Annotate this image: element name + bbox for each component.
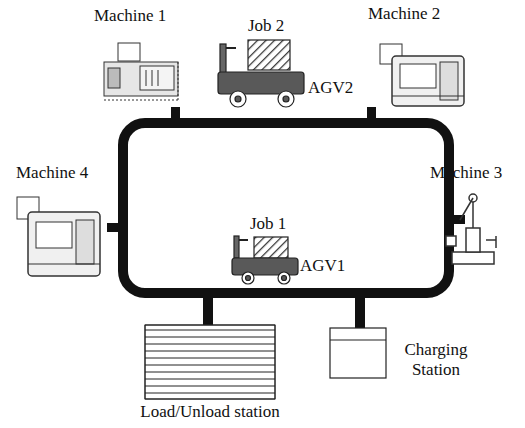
- station-node: Charging Station: [390, 340, 484, 383]
- station-node: Machine 2: [364, 4, 443, 27]
- charger-illustration: [330, 328, 386, 378]
- machine-illustration: [104, 62, 178, 96]
- agv-label: AGV1: [300, 256, 345, 276]
- track-loop: [107, 107, 465, 328]
- agv-label: AGV2: [308, 78, 353, 98]
- machine-illustration: [76, 220, 94, 264]
- track-loop: [123, 123, 449, 293]
- agv-illustration: [226, 47, 236, 49]
- agv-illustration: [278, 91, 294, 107]
- track-loop: [355, 296, 365, 328]
- robot-illustration: [495, 236, 497, 248]
- machine-label: Machine 1: [94, 6, 166, 26]
- track-loop: [107, 223, 120, 232]
- station-node: Machine 1: [90, 6, 169, 29]
- shelf-illustration: [145, 325, 275, 399]
- agv-illustration: [232, 258, 298, 275]
- machine-illustration: [118, 43, 140, 61]
- shelf-illustration: [145, 325, 275, 326]
- agv-illustration: [234, 236, 239, 258]
- agv-illustration: [239, 239, 248, 241]
- machine-illustration: [392, 96, 464, 97]
- shelf-illustration: [145, 325, 146, 399]
- machine-illustration: [36, 222, 72, 248]
- shelf-illustration: [145, 399, 275, 400]
- agv-illustration: [242, 272, 254, 284]
- machine-illustration: [152, 70, 153, 86]
- machine-illustration: [400, 64, 436, 88]
- station-node: Machine 3: [426, 163, 505, 186]
- job-label: Job 2: [248, 16, 284, 36]
- agv-illustration: [218, 72, 304, 94]
- shelf-illustration: [275, 325, 276, 399]
- agv-illustration: [278, 272, 290, 284]
- track-loop: [203, 296, 213, 325]
- shelf-illustration: [145, 325, 275, 399]
- charger-illustration: [330, 328, 386, 378]
- charger-illustration: [330, 339, 386, 340]
- agv-illustration: [246, 276, 251, 281]
- robot-illustration: [472, 200, 474, 228]
- machine-illustration: [392, 56, 464, 106]
- machine-illustration: [17, 197, 100, 276]
- robot-illustration: [486, 239, 496, 241]
- machine-illustration: [28, 212, 100, 276]
- robot-illustration: [446, 236, 456, 246]
- machine-illustration: [140, 66, 174, 90]
- machine-illustration: [440, 62, 458, 100]
- agv-illustration: [230, 91, 246, 107]
- machine-label: Machine 4: [16, 163, 88, 183]
- machine-label: Machine 2: [368, 4, 440, 24]
- robot-illustration: [452, 252, 494, 264]
- station-label: Charging Station: [390, 340, 482, 381]
- station-label: Load/Unload station: [140, 402, 279, 422]
- station-node: Load/Unload station: [140, 402, 282, 425]
- machine-illustration: [178, 62, 179, 100]
- machine-illustration: [104, 100, 178, 101]
- machine-illustration: [28, 264, 100, 265]
- agv-illustration: [220, 44, 226, 74]
- agv-illustration: [282, 276, 287, 281]
- agv-illustration: [283, 96, 289, 102]
- station-node: Machine 4: [12, 163, 91, 186]
- track-loop: [367, 107, 376, 121]
- agv-illustration: [218, 40, 304, 107]
- track-loop: [452, 215, 465, 224]
- job-label: Job 1: [250, 214, 286, 234]
- machine-illustration: [104, 43, 178, 100]
- robot-illustration: [466, 228, 480, 252]
- machine-illustration: [380, 44, 464, 106]
- agv-illustration: [248, 40, 290, 70]
- station-node: Job 1 AGV1: [240, 214, 348, 279]
- station-node: Job 2 AGV2: [240, 14, 356, 101]
- machine-label: Machine 3: [430, 163, 502, 183]
- agv-illustration: [232, 236, 298, 284]
- agv-illustration: [254, 237, 288, 258]
- machine-illustration: [108, 68, 120, 88]
- robot-illustration: [446, 194, 496, 264]
- track-loop: [171, 107, 180, 121]
- agv-illustration: [235, 96, 241, 102]
- machine-illustration: [158, 70, 159, 86]
- machine-illustration: [146, 70, 147, 86]
- robot-illustration: [460, 198, 473, 220]
